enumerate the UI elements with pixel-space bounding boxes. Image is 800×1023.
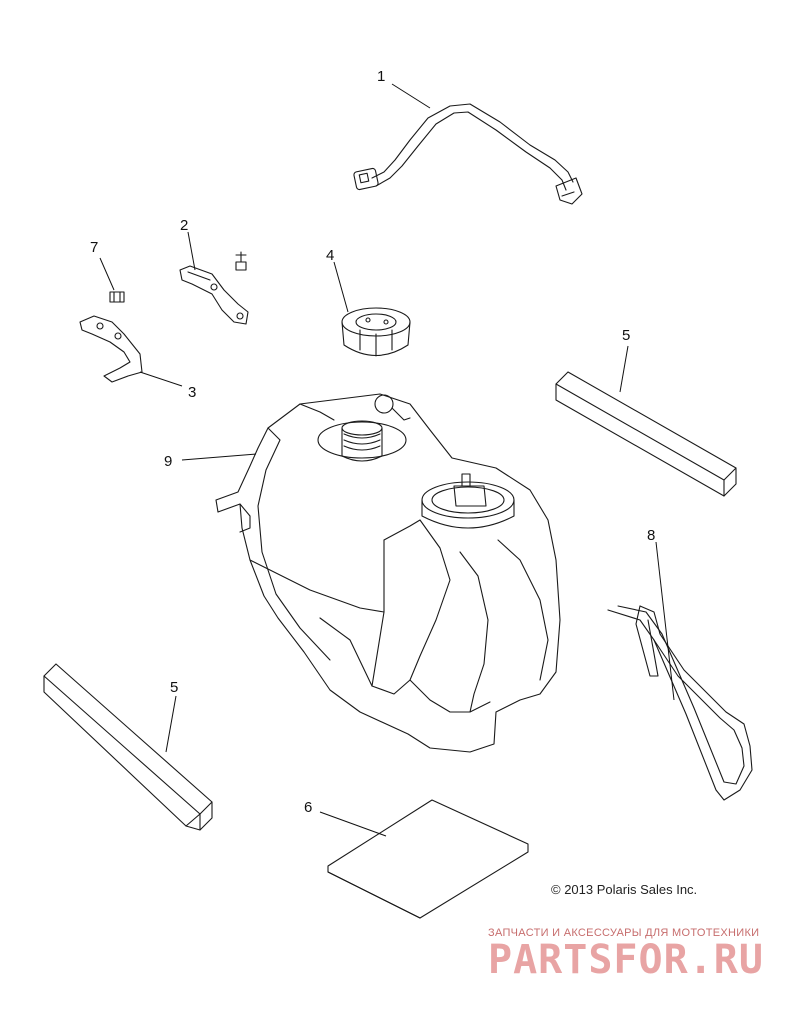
watermark-logo: PARTSFOR.RU: [488, 937, 764, 983]
part-9-fuel-tank: [215, 393, 561, 753]
leader-7: [99, 257, 115, 291]
callout-3: 3: [188, 384, 196, 401]
leader-3: [139, 371, 183, 387]
part-5-foam-block-lower: [43, 663, 213, 831]
callout-2: 2: [180, 217, 188, 234]
part-8-strap: [607, 605, 753, 801]
leader-2: [187, 231, 196, 271]
part-5-foam-block-upper: [555, 371, 737, 497]
leader-6: [319, 811, 387, 837]
callout-5-upper: 5: [622, 327, 630, 344]
leader-8: [655, 541, 675, 701]
leader-5-upper: [619, 345, 629, 393]
part-2-bracket: [179, 251, 249, 325]
part-7-bolt: [109, 291, 125, 303]
part-3-bracket: [79, 315, 143, 383]
callout-7: 7: [90, 239, 98, 256]
callout-9: 9: [164, 453, 172, 470]
part-4-fuel-cap: [341, 307, 411, 357]
leader-9: [181, 453, 257, 461]
part-6-decal: [327, 799, 529, 919]
callout-4: 4: [326, 247, 334, 264]
callout-8: 8: [647, 527, 655, 544]
callout-5-lower: 5: [170, 679, 178, 696]
callout-1: 1: [377, 68, 385, 85]
copyright-notice: © 2013 Polaris Sales Inc.: [551, 882, 698, 897]
leader-1: [391, 83, 431, 109]
watermark-subtitle: ЗАПЧАСТИ И АКСЕССУАРЫ ДЛЯ МОТОТЕХНИКИ: [488, 927, 760, 939]
part-1-vent-hose: [353, 103, 583, 205]
leader-5-lower: [165, 695, 177, 753]
callout-6: 6: [304, 799, 312, 816]
leader-4: [333, 261, 349, 313]
